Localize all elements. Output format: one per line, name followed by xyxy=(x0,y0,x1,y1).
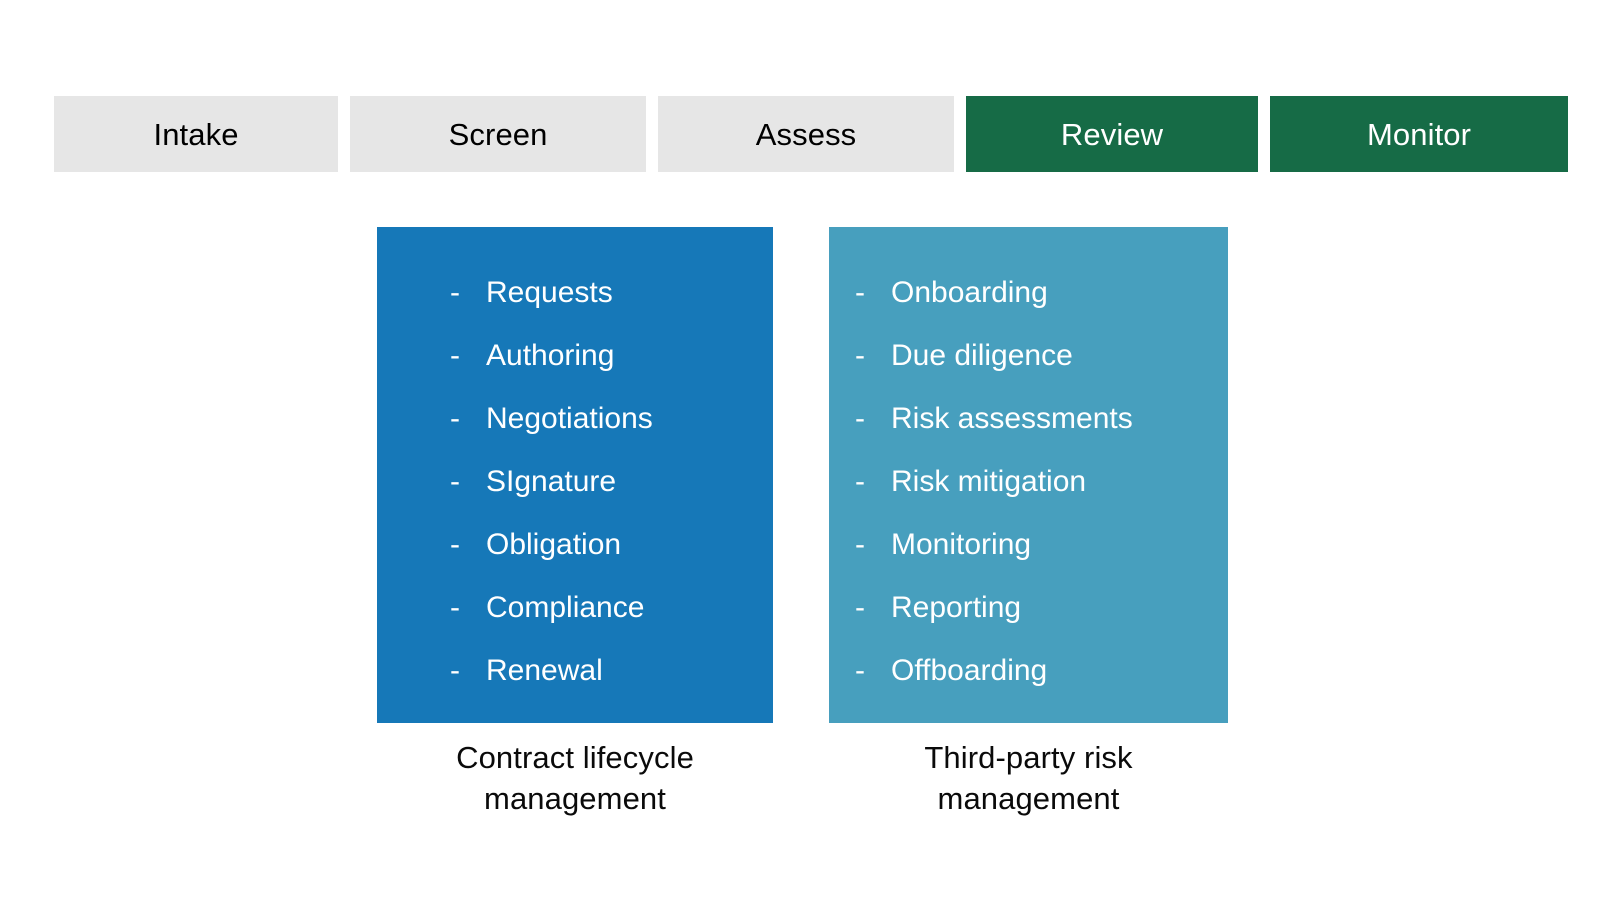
list-item-label: Onboarding xyxy=(891,276,1048,309)
bullet-dash-icon: - xyxy=(450,654,460,687)
bullet-dash-icon: - xyxy=(450,402,460,435)
panel-tprm-box: - Onboarding - Due diligence - Risk asse… xyxy=(829,227,1228,723)
bullet-dash-icon: - xyxy=(855,591,865,624)
list-item[interactable]: - Requests xyxy=(377,261,773,324)
list-item-label: Reporting xyxy=(891,591,1022,624)
bullet-dash-icon: - xyxy=(855,465,865,498)
stage-chip-monitor[interactable]: Monitor xyxy=(1270,96,1569,172)
panel-clm-box: - Requests - Authoring - Negotiations - … xyxy=(377,227,773,723)
panel-tprm-caption-line-2: management xyxy=(937,781,1120,816)
stage-chip-assess-label: Assess xyxy=(755,116,857,152)
panel-clm-caption-line-1: Contract lifecycle xyxy=(456,740,694,775)
list-item[interactable]: - Compliance xyxy=(377,576,773,639)
list-item-label: Risk mitigation xyxy=(891,465,1087,498)
list-item-label: Negotiations xyxy=(486,402,653,435)
process-stage-bar: Intake Screen Assess Review Monitor xyxy=(54,96,1569,172)
bullet-dash-icon: - xyxy=(450,276,460,309)
bullet-dash-icon: - xyxy=(855,654,865,687)
panel-third-party-risk-management: - Onboarding - Due diligence - Risk asse… xyxy=(829,227,1228,819)
panel-clm-list: - Requests - Authoring - Negotiations - … xyxy=(377,261,773,702)
list-item-label: Renewal xyxy=(486,654,603,687)
stage-chip-review[interactable]: Review xyxy=(966,96,1259,172)
stage-chip-review-label: Review xyxy=(1060,116,1164,152)
list-item[interactable]: - Onboarding xyxy=(829,261,1228,324)
panel-tprm-caption-line-1: Third-party risk xyxy=(924,740,1133,775)
list-item-label: Risk assessments xyxy=(891,402,1133,435)
list-item-label: Obligation xyxy=(486,528,622,561)
list-item[interactable]: - Authoring xyxy=(377,324,773,387)
list-item[interactable]: - SIgnature xyxy=(377,450,773,513)
bullet-dash-icon: - xyxy=(450,591,460,624)
panel-clm-caption: Contract lifecycle management xyxy=(377,737,773,819)
bullet-dash-icon: - xyxy=(855,402,865,435)
stage-chip-screen-label: Screen xyxy=(448,116,548,152)
stage-chip-monitor-label: Monitor xyxy=(1366,116,1472,152)
list-item-label: SIgnature xyxy=(486,465,617,498)
stage-chip-assess[interactable]: Assess xyxy=(658,96,955,172)
bullet-dash-icon: - xyxy=(450,465,460,498)
list-item[interactable]: - Renewal xyxy=(377,639,773,702)
list-item[interactable]: - Reporting xyxy=(829,576,1228,639)
stage-chip-intake[interactable]: Intake xyxy=(54,96,339,172)
list-item[interactable]: - Obligation xyxy=(377,513,773,576)
list-item-label: Requests xyxy=(486,276,613,309)
stage-chip-screen[interactable]: Screen xyxy=(350,96,647,172)
bullet-dash-icon: - xyxy=(855,528,865,561)
bullet-dash-icon: - xyxy=(450,528,460,561)
list-item-label: Compliance xyxy=(486,591,645,624)
list-item[interactable]: - Due diligence xyxy=(829,324,1228,387)
list-item-label: Due diligence xyxy=(891,339,1073,372)
bullet-dash-icon: - xyxy=(855,276,865,309)
list-item[interactable]: - Risk assessments xyxy=(829,387,1228,450)
stage-chip-intake-label: Intake xyxy=(153,116,239,152)
list-item-label: Authoring xyxy=(486,339,615,372)
panel-tprm-list: - Onboarding - Due diligence - Risk asse… xyxy=(829,261,1228,702)
panel-contract-lifecycle-management: - Requests - Authoring - Negotiations - … xyxy=(377,227,773,819)
list-item-label: Offboarding xyxy=(891,654,1048,687)
list-item[interactable]: - Risk mitigation xyxy=(829,450,1228,513)
panel-tprm-caption: Third-party risk management xyxy=(829,737,1228,819)
list-item-label: Monitoring xyxy=(891,528,1032,561)
list-item[interactable]: - Monitoring xyxy=(829,513,1228,576)
list-item[interactable]: - Negotiations xyxy=(377,387,773,450)
bullet-dash-icon: - xyxy=(450,339,460,372)
bullet-dash-icon: - xyxy=(855,339,865,372)
list-item[interactable]: - Offboarding xyxy=(829,639,1228,702)
panel-clm-caption-line-2: management xyxy=(484,781,666,816)
